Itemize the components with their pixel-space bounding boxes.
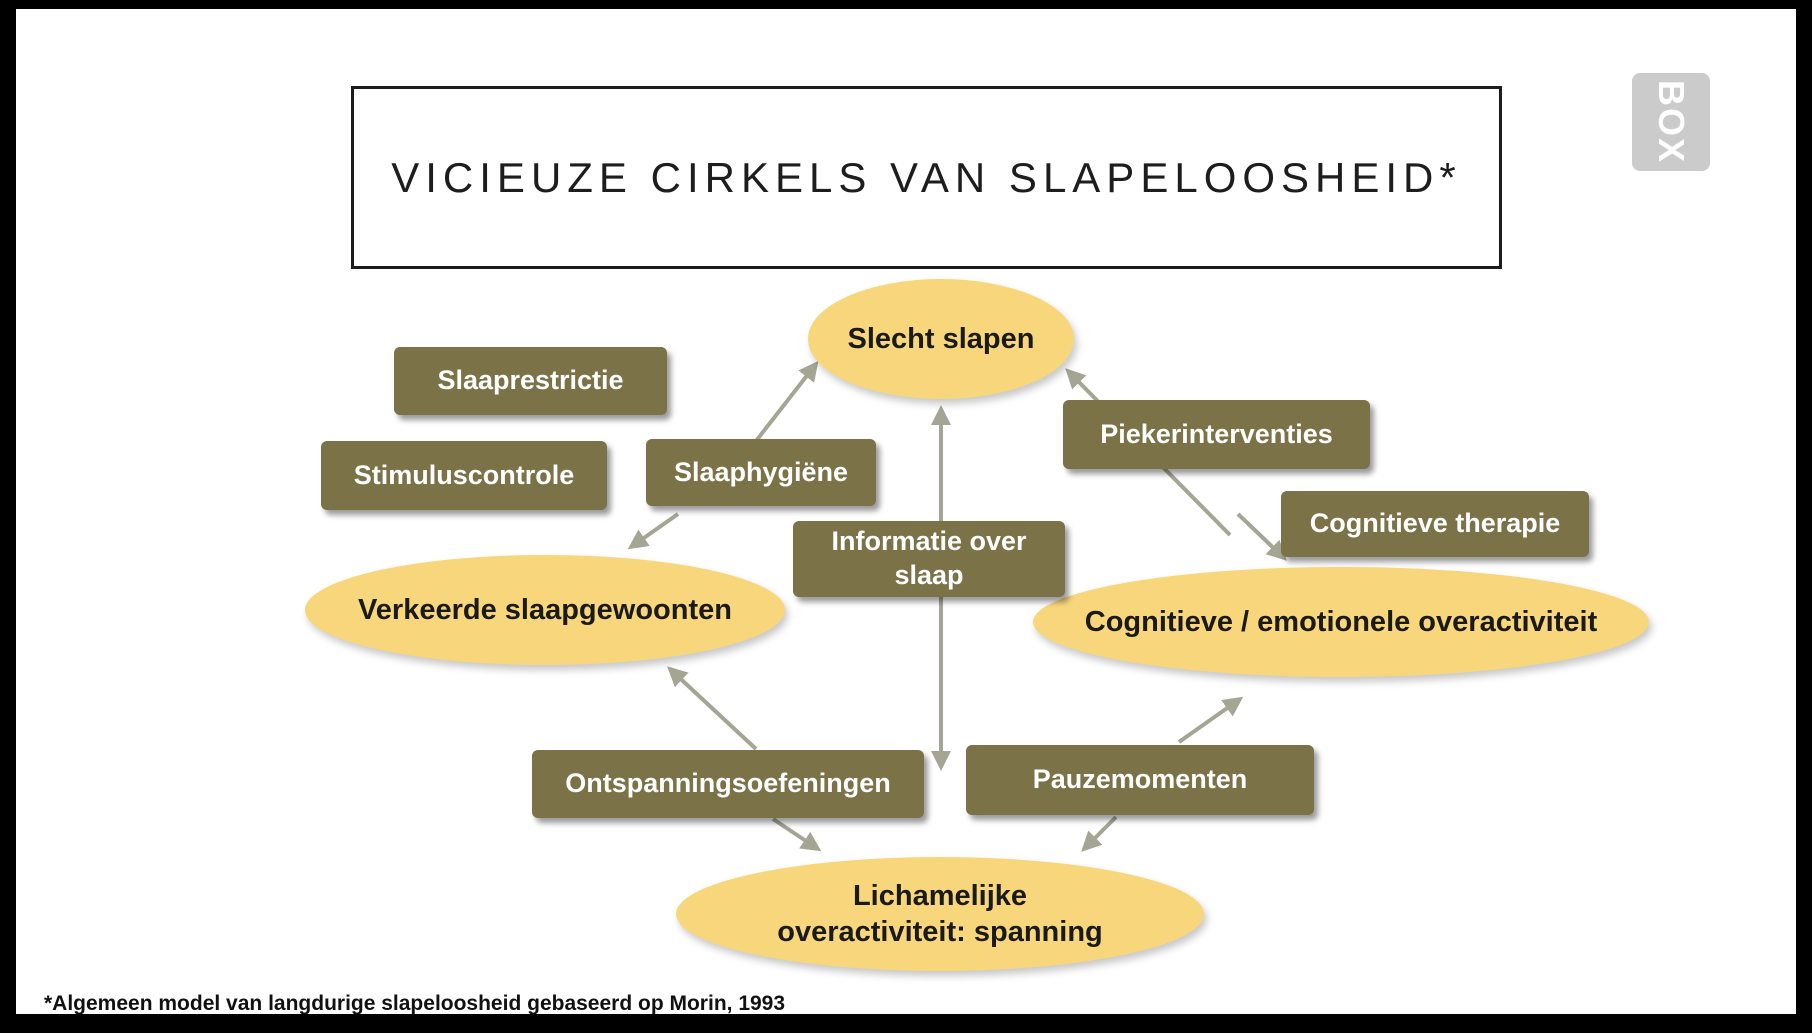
intervention-pauzemomenten: Pauzemomenten — [966, 745, 1314, 815]
intervention-piekerinterventies: Piekerinterventies — [1063, 400, 1370, 469]
slide-canvas: VICIEUZE CIRKELS VAN SLAPELOOSHEID* BOX … — [16, 9, 1796, 1015]
state-label: Slecht slapen — [847, 322, 1035, 355]
intervention-ontspanningsoefeningen: Ontspanningsoefeningen — [532, 750, 924, 818]
intervention-label: Slaaphygiëne — [673, 456, 849, 487]
state-slecht-slapen: Slecht slapen — [808, 279, 1074, 399]
arrow-stimuluscontrole-to-verkeerde-slaapgewoonten — [627, 512, 680, 550]
intervention-informatie-over-slaap: Informatie over slaap — [793, 521, 1065, 597]
intervention-slaaphygiene: Slaaphygiëne — [646, 439, 876, 506]
intervention-label: Informatie over slaap — [831, 526, 1027, 590]
state-cognitieve-emotionele-overactiviteit: Cognitieve / emotionele overactiviteit — [1033, 567, 1649, 677]
title-box: VICIEUZE CIRKELS VAN SLAPELOOSHEID* — [351, 86, 1502, 269]
intervention-stimuluscontrole: Stimuluscontrole — [321, 441, 607, 510]
footnote: *Algemeen model van langdurige slapeloos… — [44, 992, 786, 1015]
box-logo: BOX — [1632, 73, 1710, 171]
intervention-label: Pauzemomenten — [1032, 764, 1248, 795]
slide-title: VICIEUZE CIRKELS VAN SLAPELOOSHEID* — [391, 153, 1462, 201]
arrow-ontspanningsoefeningen-to-lichamelijke — [771, 817, 822, 852]
intervention-cognitieve-therapie: Cognitieve therapie — [1281, 491, 1589, 557]
intervention-slaaprestrictie: Slaaprestrictie — [394, 347, 667, 415]
state-label: Cognitieve / emotionele overactiviteit — [1084, 605, 1598, 638]
arrow-pauzemomenten-to-lichamelijke — [1081, 815, 1118, 852]
intervention-label: Stimuluscontrole — [353, 459, 575, 490]
arrow-piekerinterventies-to-cognitieve-overactiviteit — [1236, 512, 1287, 561]
state-verkeerde-slaapgewoonten: Verkeerde slaapgewoonten — [305, 555, 785, 665]
state-label: Lichamelijke overactiviteit: spanning — [777, 879, 1103, 948]
intervention-label: Ontspanningsoefeningen — [565, 768, 891, 799]
box-logo-text: BOX — [1651, 79, 1693, 165]
state-lichamelijke-overactiviteit: Lichamelijke overactiviteit: spanning — [676, 857, 1204, 971]
intervention-label: Cognitieve therapie — [1309, 508, 1561, 539]
arrow-pauzemomenten-to-cognitieve-overactiviteit — [1177, 696, 1244, 744]
state-label: Verkeerde slaapgewoonten — [358, 593, 732, 626]
arrow-ontspanningsoefeningen-to-verkeerde-slaapgewoonten — [667, 666, 758, 751]
intervention-label: Slaaprestrictie — [437, 365, 624, 396]
intervention-label: Piekerinterventies — [1100, 418, 1333, 449]
arrow-slaaphygiene-to-slecht-slapen — [754, 360, 819, 443]
